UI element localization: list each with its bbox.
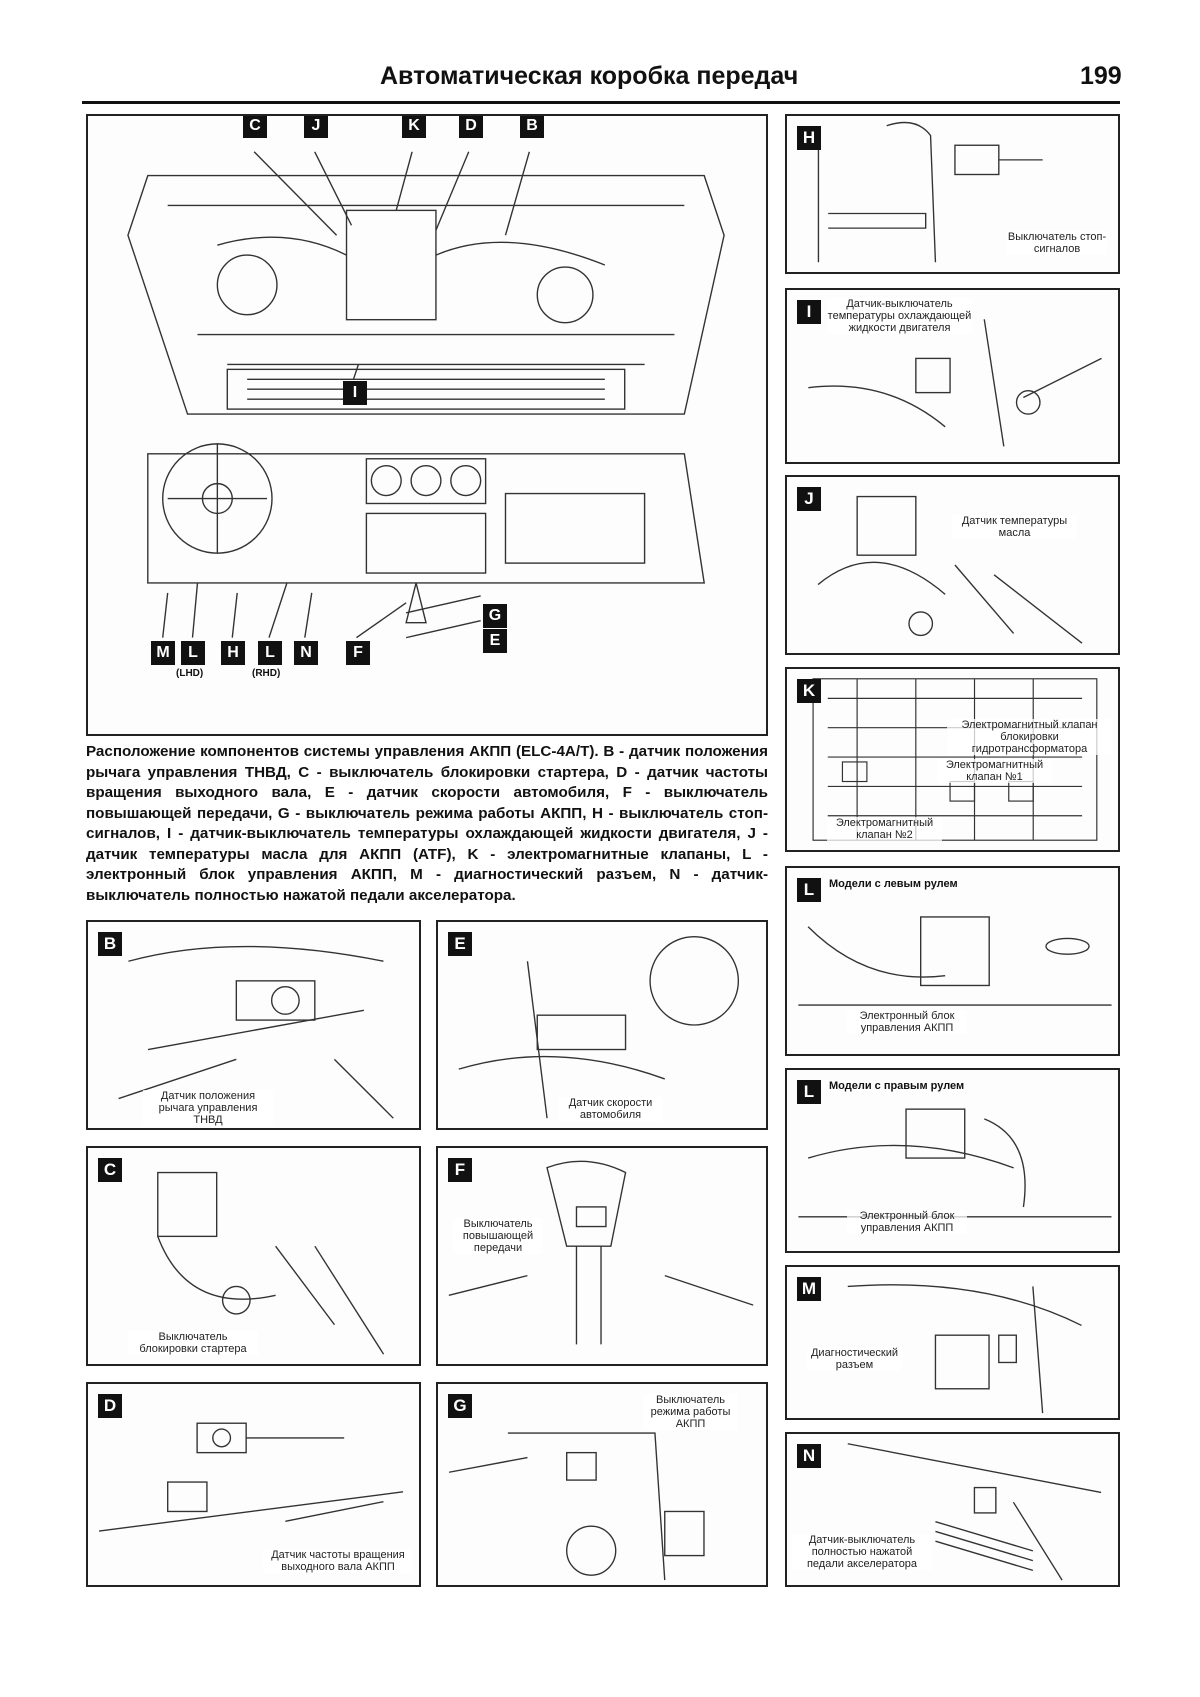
panel-i: I Датчик-выключатель температуры охлажда… — [785, 288, 1120, 464]
panel-n: N Датчик-выключатель полностью нажатой п… — [785, 1432, 1120, 1587]
diagnostic-connector-drawing — [847, 1284, 1082, 1414]
page-title: Автоматическая коробка передач — [380, 62, 799, 90]
panel-k: K Электромагнитный клапан блокировки гид… — [785, 667, 1120, 852]
brake-switch-drawing — [817, 121, 1043, 263]
label-rhd: (RHD) — [252, 668, 281, 679]
page-number: 199 — [1080, 62, 1122, 90]
panel-h-letter: H — [797, 126, 821, 150]
panel-c-letter: C — [98, 1158, 122, 1182]
label-d: D — [459, 116, 483, 138]
label-g: G — [483, 604, 507, 628]
vehicle-speed-sensor-drawing — [458, 936, 740, 1119]
label-k: K — [402, 116, 426, 138]
panel-j-callout: Датчик температуры масла — [952, 515, 1077, 539]
overdrive-switch-drawing — [448, 1160, 754, 1345]
label-lhd: (LHD) — [176, 668, 204, 679]
mode-switch-drawing — [448, 1432, 705, 1581]
figure-caption: Расположение компонентов системы управле… — [86, 743, 768, 904]
label-j: J — [304, 116, 328, 138]
engine-bay-and-dashboard-drawing — [127, 151, 725, 639]
panel-e-callout: Датчик скорости автомобиля — [558, 1097, 663, 1121]
panel-d-letter: D — [98, 1394, 122, 1418]
panel-f: F Выключатель повышающей передачи — [436, 1146, 768, 1366]
panel-i-letter: I — [797, 300, 821, 324]
panel-l-rhd: L Модели с правым рулем Электронный блок… — [785, 1068, 1120, 1253]
panel-m-letter: M — [797, 1277, 821, 1301]
panel-b-callout: Датчик положения рычага управления ТНВД — [143, 1090, 273, 1126]
panel-g-letter: G — [448, 1394, 472, 1418]
label-h: H — [221, 641, 245, 665]
label-i: I — [343, 381, 367, 405]
panel-h: H Выключатель стоп-сигналов — [785, 114, 1120, 274]
panel-l-lhd-callout: Электронный блок управления АКПП — [847, 1010, 967, 1034]
label-n: N — [294, 641, 318, 665]
panel-i-callout: Датчик-выключатель температуры охлаждающ… — [827, 298, 972, 334]
panel-k-callout-valve-2: Электромагнитный клапан №2 — [827, 817, 942, 841]
label-b: B — [520, 116, 544, 138]
inhibitor-switch-drawing — [157, 1171, 385, 1355]
panel-l-lhd-heading: Модели с левым рулем — [829, 878, 958, 890]
label-e: E — [483, 629, 507, 653]
panel-n-callout: Датчик-выключатель полностью нажатой пед… — [792, 1534, 932, 1570]
panel-k-letter: K — [797, 679, 821, 703]
panel-g: G Выключатель режима работы АКПП — [436, 1382, 768, 1587]
panel-n-letter: N — [797, 1444, 821, 1468]
panel-g-callout: Выключатель режима работы АКПП — [643, 1394, 738, 1430]
panel-j: J Датчик температуры масла — [785, 475, 1120, 655]
label-f: F — [346, 641, 370, 665]
fuel-pump-lever-sensor-drawing — [118, 945, 394, 1119]
header-rule — [82, 101, 1120, 104]
panel-f-letter: F — [448, 1158, 472, 1182]
panel-f-callout: Выключатель повышающей передачи — [453, 1218, 543, 1254]
panel-m: M Диагностический разъем — [785, 1265, 1120, 1420]
panel-h-callout: Выключатель стоп-сигналов — [1007, 231, 1107, 255]
atf-temp-sensor-drawing — [817, 495, 1083, 644]
panel-l-rhd-heading: Модели с правым рулем — [829, 1080, 965, 1092]
panel-l-lhd-letter: L — [797, 878, 821, 902]
main-location-diagram: C J K D B I M L H L N F G E (LHD) (RHD) — [86, 114, 768, 736]
panel-l-lhd: L Модели с левым рулем Электронный блок … — [785, 866, 1120, 1056]
label-m: M — [151, 641, 175, 665]
panel-l-rhd-callout: Электронный блок управления АКПП — [847, 1210, 967, 1234]
panel-c: C Выключатель блокировки стартера — [86, 1146, 421, 1366]
panel-d-callout: Датчик частоты вращения выходного вала А… — [263, 1549, 413, 1573]
output-shaft-speed-sensor-drawing — [98, 1422, 404, 1532]
label-l-lhd: L — [181, 641, 205, 665]
accelerator-switch-drawing — [847, 1443, 1102, 1581]
coolant-temp-switch-drawing — [808, 319, 1102, 447]
ecu-lhd-drawing — [798, 916, 1112, 1006]
label-l-rhd: L — [258, 641, 282, 665]
panel-l-rhd-letter: L — [797, 1080, 821, 1104]
panel-k-callout-valve-1: Электромагнитный клапан №1 — [937, 759, 1052, 783]
panel-b: B Датчик положения рычага управления ТНВ… — [86, 920, 421, 1130]
panel-b-letter: B — [98, 932, 122, 956]
panel-j-letter: J — [797, 487, 821, 511]
panel-m-callout: Диагностический разъем — [807, 1347, 902, 1371]
panel-k-callout-lockup: Электромагнитный клапан блокировки гидро… — [947, 719, 1112, 755]
panel-c-callout: Выключатель блокировки стартера — [128, 1331, 258, 1355]
panel-d: D Датчик частоты вращения выходного вала… — [86, 1382, 421, 1587]
label-c: C — [243, 116, 267, 138]
panel-e: E Датчик скорости автомобиля — [436, 920, 768, 1130]
panel-e-letter: E — [448, 932, 472, 956]
